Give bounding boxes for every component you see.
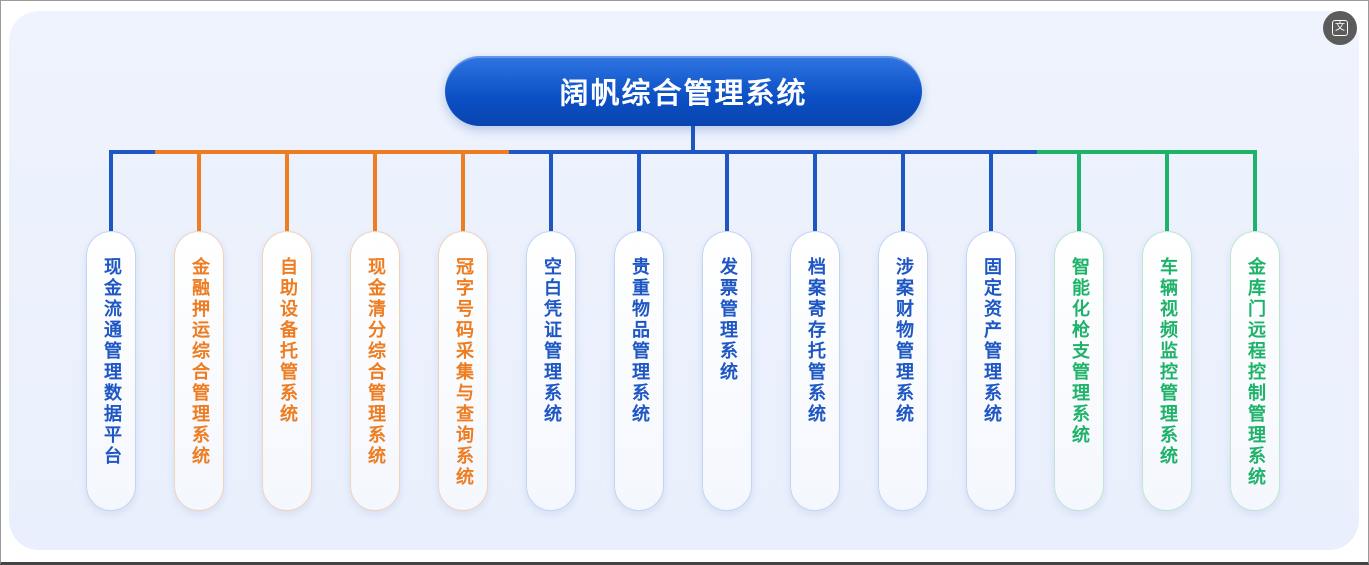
- child-node-label: 智能化枪支管理系统: [1069, 257, 1090, 446]
- child-node-label: 固定资产管理系统: [981, 257, 1002, 425]
- child-node-label: 档案寄存托管系统: [805, 257, 826, 425]
- translate-button[interactable]: 文: [1323, 11, 1357, 45]
- child-node: 贵重物品管理系统: [614, 231, 664, 511]
- child-node: 空白凭证管理系统: [526, 231, 576, 511]
- child-node: 现金清分综合管理系统: [350, 231, 400, 511]
- child-node-label: 金融押运综合管理系统: [189, 257, 210, 467]
- root-node: 阔帆综合管理系统: [445, 56, 922, 126]
- child-node-label: 空白凭证管理系统: [541, 257, 562, 425]
- child-node-label: 发票管理系统: [717, 257, 738, 383]
- child-node: 金融押运综合管理系统: [174, 231, 224, 511]
- child-node: 发票管理系统: [702, 231, 752, 511]
- child-node-label: 金库门远程控制管理系统: [1245, 257, 1266, 488]
- child-node: 金库门远程控制管理系统: [1230, 231, 1280, 511]
- child-node-label: 现金流通管理数据平台: [101, 257, 122, 467]
- child-node-label: 车辆视频监控管理系统: [1157, 257, 1178, 467]
- child-node-label: 贵重物品管理系统: [629, 257, 650, 425]
- root-title: 阔帆综合管理系统: [559, 76, 808, 110]
- child-node-label: 涉案财物管理系统: [893, 257, 914, 425]
- child-node: 固定资产管理系统: [966, 231, 1016, 511]
- child-node: 涉案财物管理系统: [878, 231, 928, 511]
- child-node: 现金流通管理数据平台: [86, 231, 136, 511]
- child-node-label: 冠字号码采集与查询系统: [453, 257, 474, 488]
- child-node: 档案寄存托管系统: [790, 231, 840, 511]
- child-node-label: 现金清分综合管理系统: [365, 257, 386, 467]
- child-node: 自助设备托管系统: [262, 231, 312, 511]
- child-node-label: 自助设备托管系统: [277, 257, 298, 425]
- child-node: 冠字号码采集与查询系统: [438, 231, 488, 511]
- child-node: 智能化枪支管理系统: [1054, 231, 1104, 511]
- translate-icon: 文: [1332, 20, 1348, 36]
- child-node: 车辆视频监控管理系统: [1142, 231, 1192, 511]
